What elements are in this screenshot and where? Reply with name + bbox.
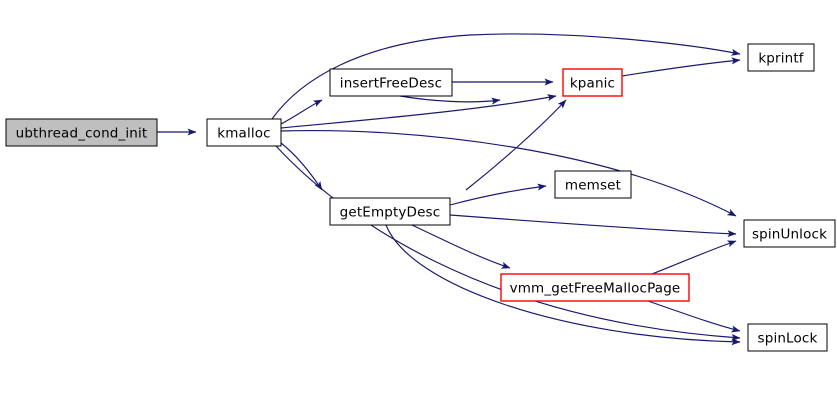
edge-kmalloc-to-spinUnlock [280,130,737,217]
edges-layer [157,33,741,346]
node-label-kpanic: kpanic [570,76,615,92]
node-box-kmalloc[interactable] [206,118,282,147]
node-memset[interactable]: memset [554,170,632,199]
node-box-spinUnlock[interactable] [743,219,836,248]
edge-kmalloc-to-spinLock [275,145,741,341]
node-label-kprintf: kprintf [758,51,804,67]
edge-getEmptyDesc-to-kpanic [465,99,567,191]
node-box-getEmptyDesc[interactable] [329,197,451,226]
node-insertFreeDesc[interactable]: insertFreeDesc [329,68,453,97]
node-label-spinUnlock: spinUnlock [752,227,827,243]
node-box-ubthread_cond_init[interactable] [5,118,158,147]
node-vmm_getFreeMallocPage[interactable]: vmm_getFreeMallocPage [500,273,690,302]
node-getEmptyDesc[interactable]: getEmptyDesc [329,197,451,226]
edge-getEmptyDesc-to-spinUnlock [449,214,737,238]
node-box-vmm_getFreeMallocPage[interactable] [500,273,690,302]
node-label-ubthread_cond_init: ubthread_cond_init [16,126,148,142]
edge-getEmptyDesc-to-vmm_getFreeMallocPage [411,224,511,269]
edge-getEmptyDesc-to-memset [449,183,547,206]
edge-insertFreeDesc-to-kpanic [399,95,501,105]
node-box-spinLock[interactable] [747,323,828,352]
edge-kmalloc-to-insertFreeDesc [280,99,323,125]
edge-getEmptyDesc-to-spinLock [385,224,741,346]
edge-kpanic-to-kprintf [621,57,741,77]
edge-vmm_getFreeMallocPage-to-spinUnlock [651,240,737,275]
node-spinLock[interactable]: spinLock [747,323,828,352]
node-label-getEmptyDesc: getEmptyDesc [340,205,441,221]
edge-kmalloc-to-getEmptyDesc [280,142,323,191]
node-box-kprintf[interactable] [747,43,815,72]
node-box-insertFreeDesc[interactable] [329,68,453,97]
edge-kmalloc-to-kpanic [280,94,557,129]
node-label-memset: memset [565,178,621,194]
node-box-kpanic[interactable] [562,68,623,97]
node-box-memset[interactable] [554,170,632,199]
node-label-vmm_getFreeMallocPage: vmm_getFreeMallocPage [510,281,681,297]
node-kpanic[interactable]: kpanic [562,68,623,97]
node-ubthread_cond_init[interactable]: ubthread_cond_init [5,118,158,147]
edge-vmm_getFreeMallocPage-to-spinLock [647,300,741,333]
node-label-kmalloc: kmalloc [217,126,270,142]
node-label-insertFreeDesc: insertFreeDesc [340,76,442,92]
nodes-layer: ubthread_cond_init kmalloc insertFreeDesc k… [5,43,836,352]
node-kmalloc[interactable]: kmalloc [206,118,282,147]
node-label-spinLock: spinLock [758,331,818,347]
node-kprintf[interactable]: kprintf [747,43,815,72]
node-spinUnlock[interactable]: spinUnlock [743,219,836,248]
edge-kmalloc-to-kprintf [271,33,741,120]
